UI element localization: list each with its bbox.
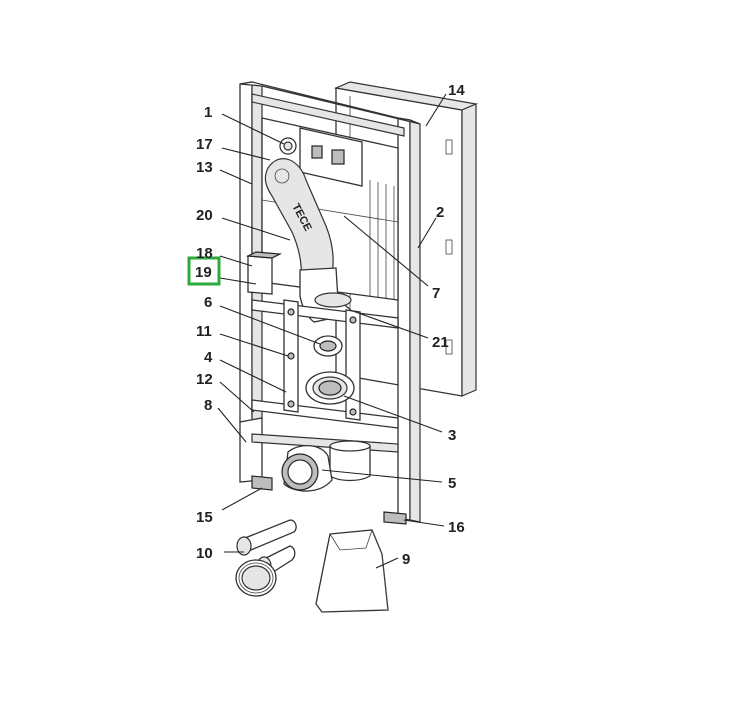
callout-7: 7	[432, 285, 440, 302]
callout-15: 15	[196, 509, 213, 526]
callout-12: 12	[196, 371, 213, 388]
callout-13: 13	[196, 159, 213, 176]
callout-9: 9	[402, 551, 410, 568]
callout-2: 2	[436, 204, 444, 221]
pipe-adapter	[281, 445, 333, 492]
callout-21: 21	[432, 334, 449, 351]
callout-3: 3	[448, 427, 456, 444]
right-foot	[383, 511, 407, 525]
frame-right-upright	[397, 117, 421, 523]
callout-4: 4	[204, 349, 213, 366]
flush-valve-bracket	[279, 127, 363, 187]
callout-11: 11	[196, 323, 212, 340]
highlight-box	[187, 256, 221, 286]
connection-set	[235, 519, 297, 597]
protective-cover	[315, 529, 389, 613]
callout-8: 8	[204, 397, 212, 414]
leader-lines	[217, 93, 447, 569]
actuator-box	[245, 251, 283, 295]
callout-6: 6	[204, 294, 212, 311]
callout-20: 20	[196, 207, 213, 224]
drain-connector	[305, 371, 355, 405]
callout-labels: 1 17 13 20 18 19 6 11 4 12 8 15 10 14 2 …	[195, 82, 465, 568]
callout-1: 1	[204, 104, 212, 121]
callout-18: 18	[196, 245, 213, 262]
callout-10: 10	[196, 545, 213, 562]
frame-top-rail	[239, 81, 421, 137]
callout-16: 16	[448, 519, 465, 536]
callout-14: 14	[448, 82, 465, 99]
callout-17: 17	[196, 136, 213, 153]
left-foot	[251, 475, 273, 491]
flush-connector	[313, 335, 343, 357]
callout-19: 19	[195, 264, 212, 281]
callout-5: 5	[448, 475, 456, 492]
